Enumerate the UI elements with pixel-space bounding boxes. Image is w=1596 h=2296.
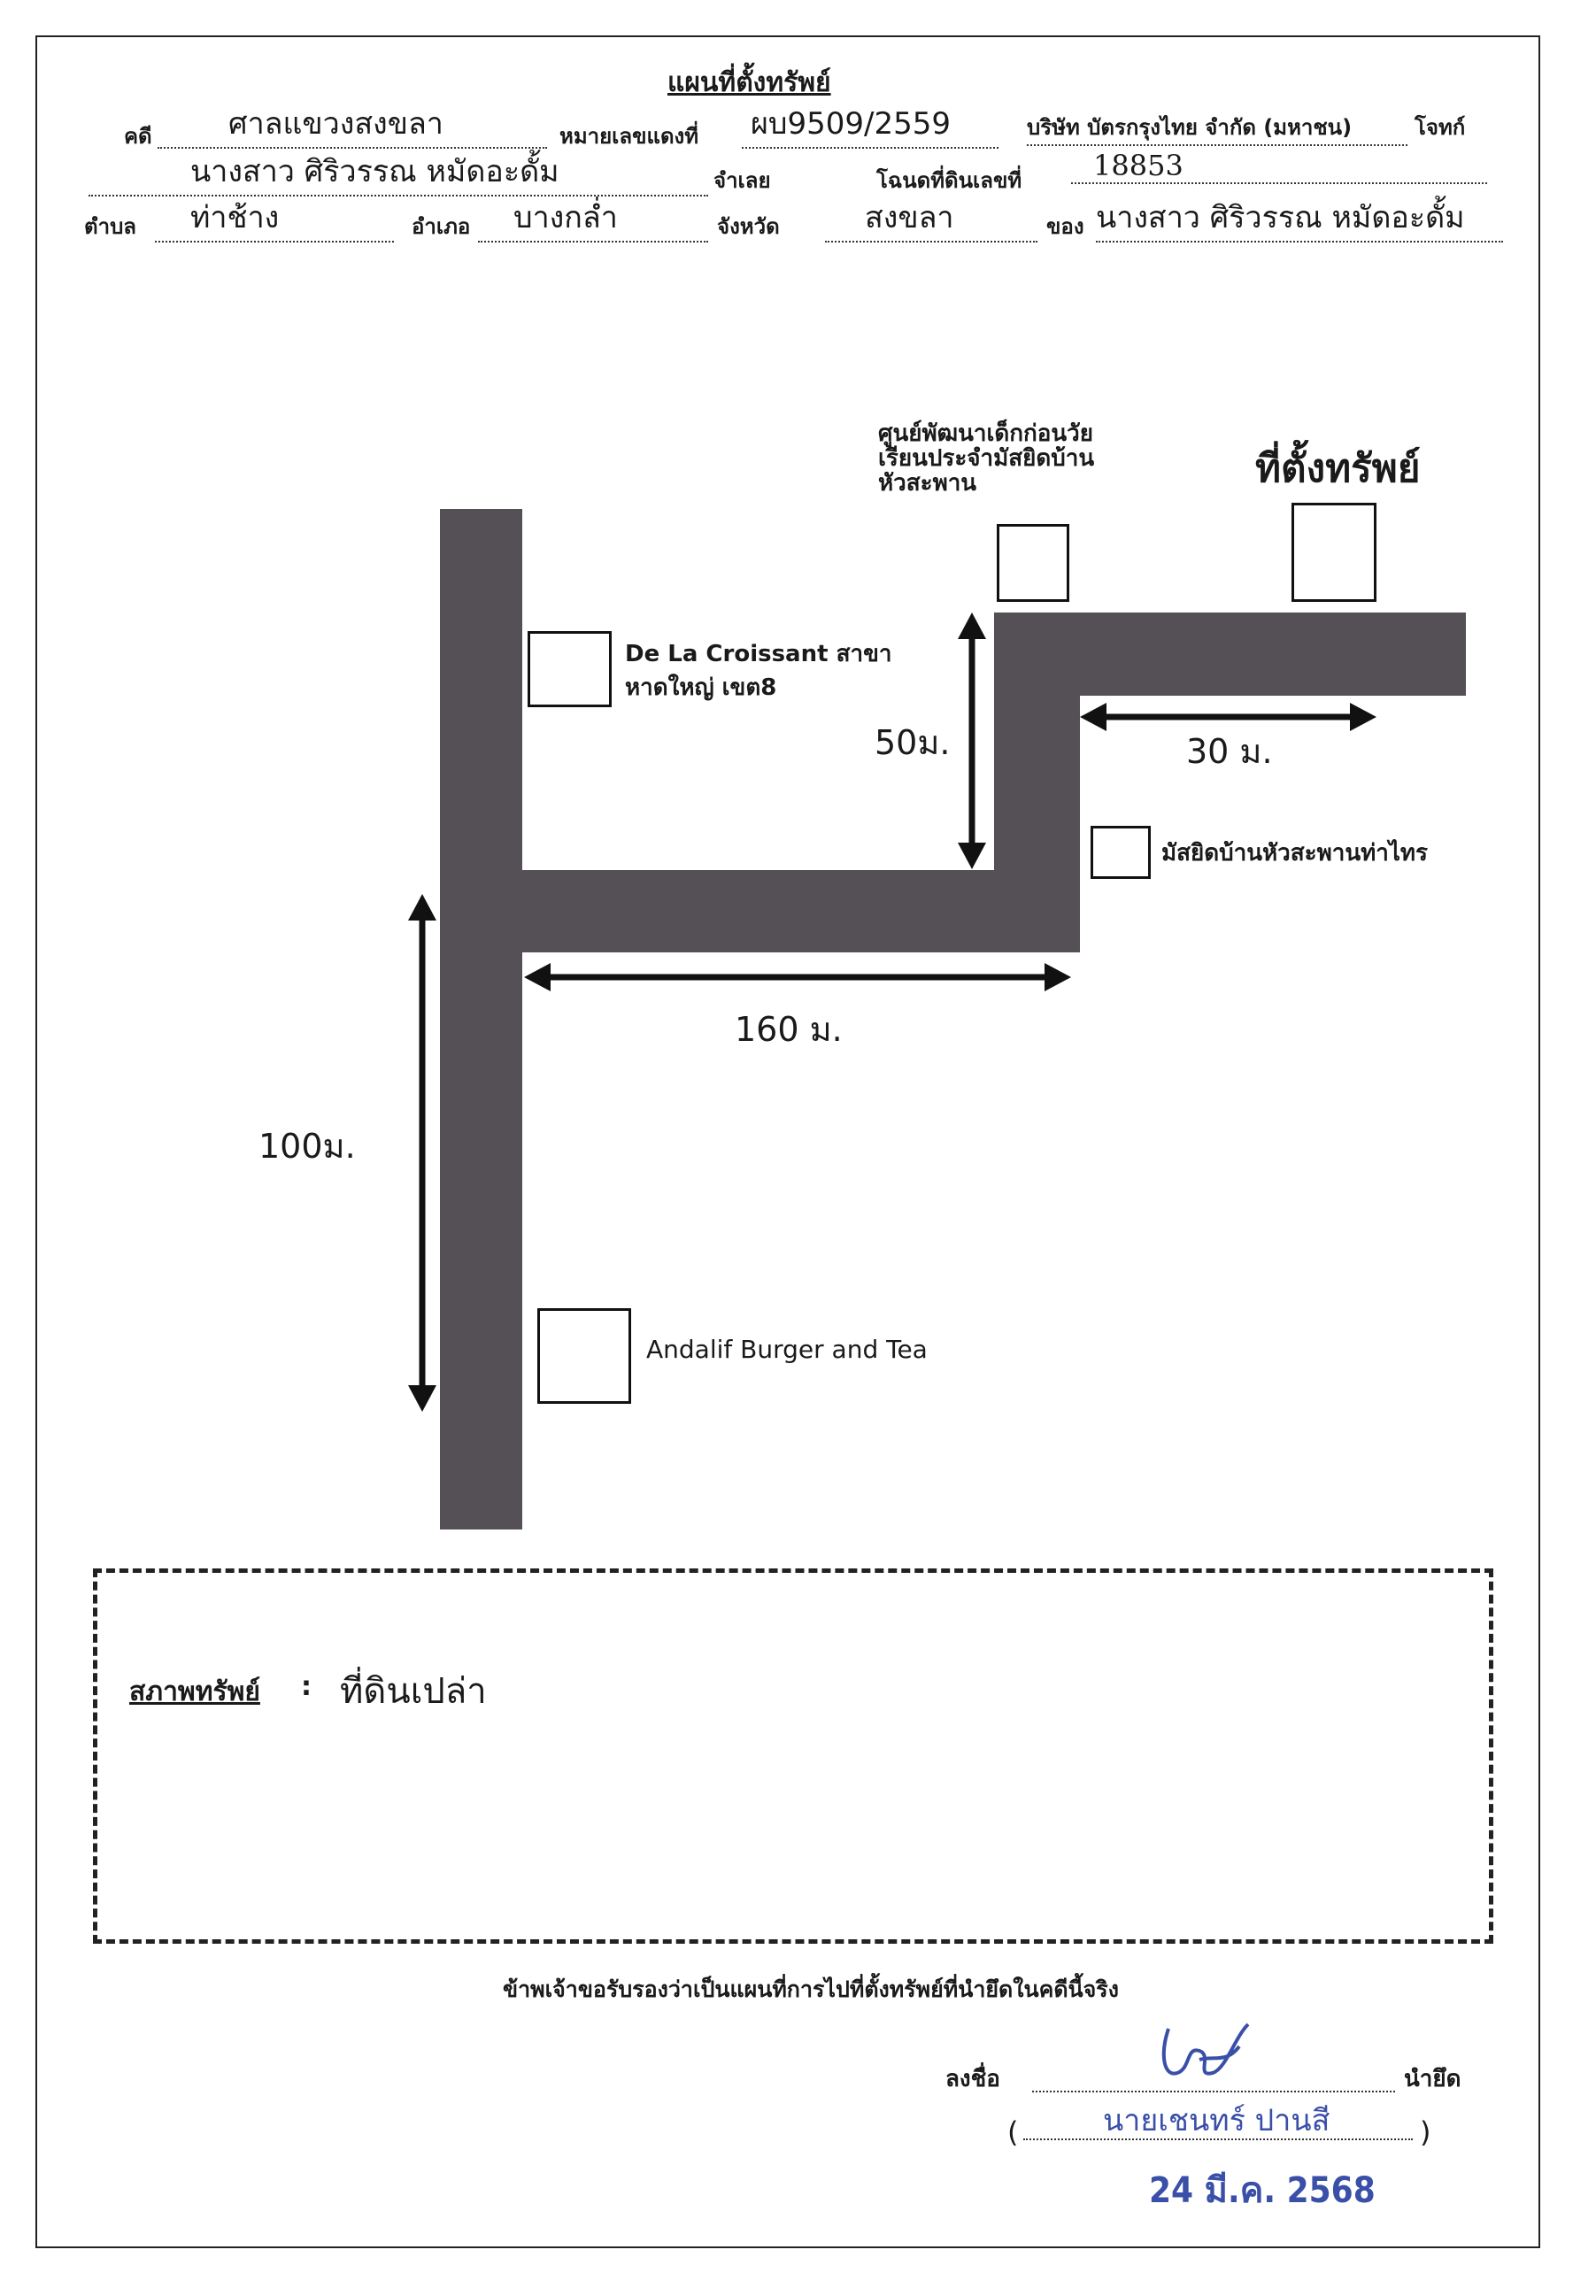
school-label: ศูนย์พัฒนาเด็กก่อนวัย เรียนประจำมัสยิดบ้…: [878, 421, 1094, 496]
owner-label: ของ: [1046, 214, 1084, 239]
croissant-label: De La Croissant สาขา หาดใหญ่ เขต8: [625, 637, 891, 705]
district-label: อำเภอ: [412, 214, 471, 239]
school-label-line1: ศูนย์พัฒนาเด็กก่อนวัย: [878, 420, 1093, 447]
burger-label: Andalif Burger and Tea: [646, 1335, 928, 1364]
condition-value: ที่ดินเปล่า: [340, 1671, 487, 1712]
dimension-50m: 50ม.: [875, 723, 951, 762]
province-label: จังหวัด: [717, 214, 780, 239]
role-label: นำยึด: [1404, 2066, 1461, 2092]
case-number-label: หมายเลขแดงที่: [559, 124, 699, 149]
arrowhead-30m-left: [1080, 703, 1106, 731]
owner-name: นางสาว ศิริวรรณ หมัดอะดั้ม: [1096, 193, 1503, 243]
croissant-label-line1: De La Croissant สาขา: [625, 641, 892, 667]
paren-close: ): [1420, 2115, 1431, 2149]
dimension-30m: 30 ม.: [1186, 732, 1273, 771]
paren-open: (: [1007, 2115, 1019, 2149]
croissant-label-line2: หาดใหญ่ เขต8: [625, 674, 777, 701]
condition-label: สภาพทรัพย์: [129, 1676, 260, 1707]
arrowhead-30m-right: [1350, 703, 1376, 731]
case-number: ผบ9509/2559: [742, 99, 998, 149]
arrowhead-160m-left: [524, 963, 551, 991]
deed-number-label: โฉนดที่ดินเลขที่: [876, 168, 1022, 193]
stamp-date: 24 มี.ค. 2568: [1149, 2170, 1376, 2211]
school-building: [997, 524, 1069, 602]
road-horizontal-160m: [522, 870, 1080, 952]
certification-text: ข้าพเจ้าขอรับรองว่าเป็นแผนที่การไปที่ตั้…: [503, 1976, 1119, 2002]
condition-separator: :: [301, 1671, 312, 1702]
mosque-building: [1091, 826, 1151, 879]
property-building: [1291, 503, 1376, 602]
arrowhead-50m-top: [958, 613, 986, 639]
signature-line: [1032, 2055, 1395, 2092]
property-location-label: ที่ตั้งทรัพย์: [1255, 446, 1421, 491]
document-frame: [35, 35, 1540, 2248]
case-label: คดี: [124, 124, 152, 149]
signer-name: นายเชนทร์ ปานสี: [1023, 2096, 1413, 2140]
subdistrict-name: ท่าช้าง: [155, 193, 394, 243]
burger-building: [537, 1308, 631, 1404]
sign-label: ลงชื่อ: [945, 2066, 1000, 2092]
arrowhead-50m-bottom: [958, 843, 986, 869]
district-name: บางกล่ำ: [478, 193, 708, 243]
deed-number: 18853: [1071, 149, 1487, 184]
handwritten-signature: [1161, 2022, 1250, 2076]
subdistrict-label: ตำบล: [84, 214, 137, 239]
main-road-vertical: [440, 509, 522, 1529]
school-label-line2: เรียนประจำมัสยิดบ้าน: [878, 445, 1095, 472]
mosque-label: มัสยิดบ้านหัวสะพานท่าไทร: [1161, 840, 1429, 867]
arrowhead-160m-right: [1045, 963, 1071, 991]
property-condition-box: [93, 1568, 1493, 1944]
defendant-name: นางสาว ศิริวรรณ หมัดอะดั้ม: [89, 147, 708, 196]
dimension-100m: 100ม.: [258, 1127, 356, 1166]
arrowhead-100m-top: [408, 894, 436, 921]
school-label-line3: หัวสะพาน: [878, 470, 977, 497]
dimension-160m: 160 ม.: [735, 1010, 843, 1049]
document-title: แผนที่ตั้งทรัพย์: [667, 67, 831, 98]
road-horizontal-30m: [994, 613, 1466, 696]
plaintiff-name: บริษัท บัตรกรุงไทย จำกัด (มหาชน): [1027, 110, 1407, 146]
croissant-building: [528, 631, 612, 707]
province-name: สงขลา: [825, 193, 1037, 243]
arrowhead-100m-bottom: [408, 1385, 436, 1412]
plaintiff-label: โจทก์: [1415, 115, 1466, 140]
defendant-label: จำเลย: [713, 168, 771, 193]
court-name: ศาลแขวงสงขลา: [158, 99, 547, 149]
